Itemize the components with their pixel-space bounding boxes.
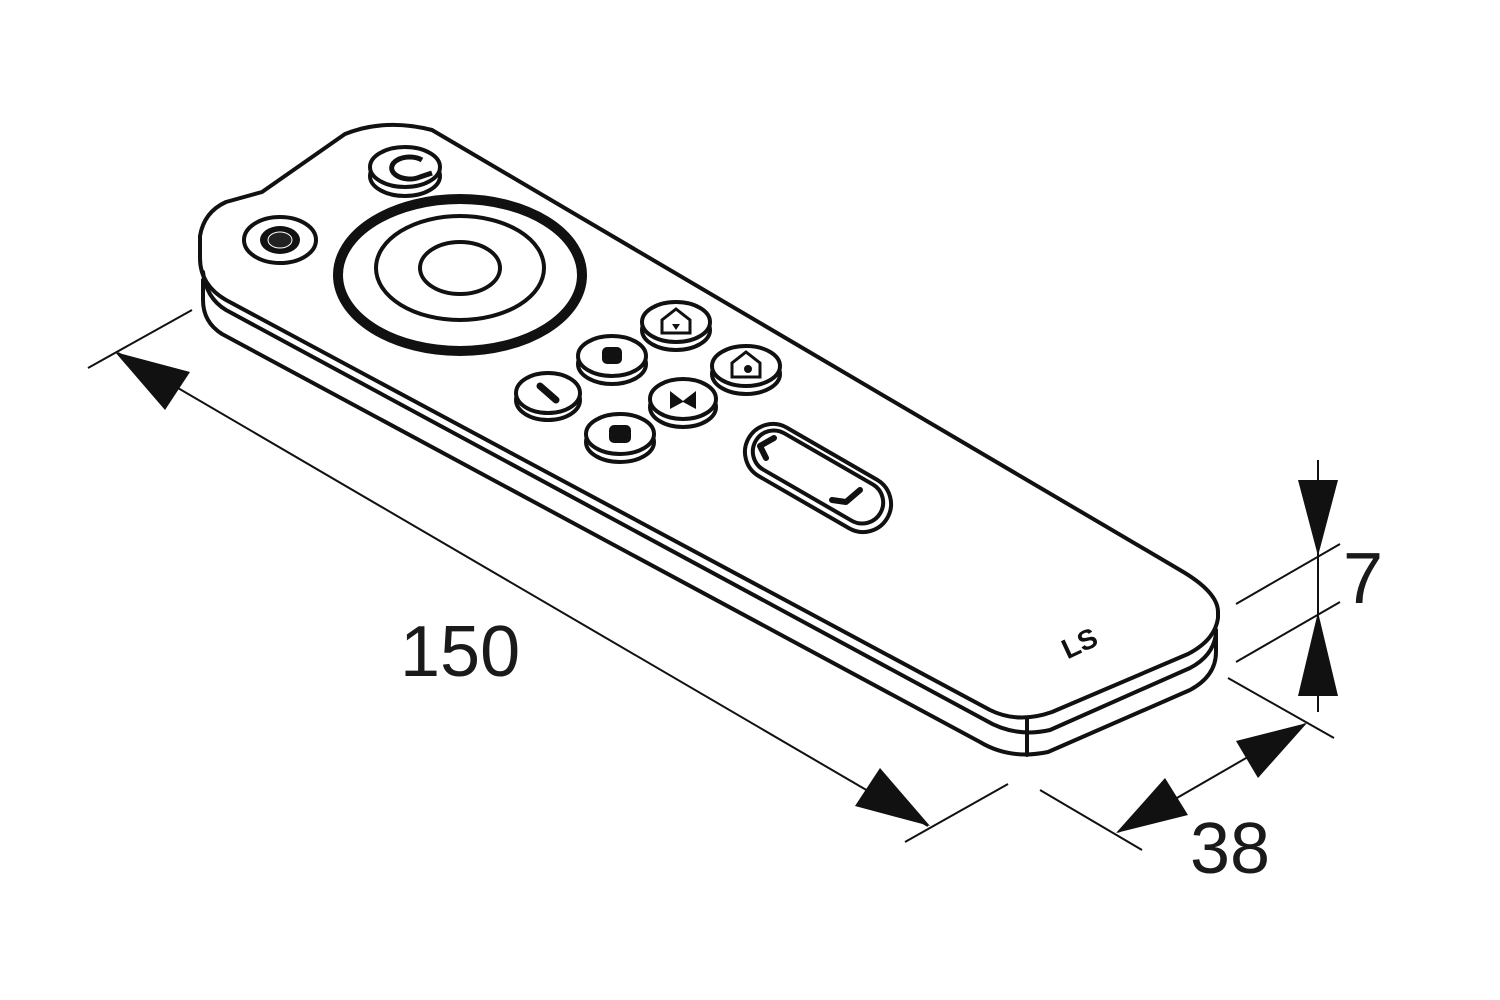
square-icon <box>609 425 631 443</box>
width-arrow-start <box>1116 778 1188 833</box>
dial-middle-ring <box>374 214 546 322</box>
height-label: 7 <box>1343 539 1383 619</box>
house-icon <box>660 307 692 335</box>
length-extension-end <box>904 783 1009 843</box>
dial-control[interactable] <box>333 194 587 356</box>
height-arrow-top <box>1298 480 1338 556</box>
width-extension-end <box>1227 677 1335 739</box>
minus-button[interactable] <box>514 371 582 422</box>
remote-control <box>198 122 1220 757</box>
length-label: 150 <box>400 612 520 692</box>
remote-side-mid <box>201 270 1218 735</box>
height-arrow-bottom <box>1298 612 1338 696</box>
rocker-slider[interactable] <box>735 414 902 542</box>
width-label: 38 <box>1190 809 1270 889</box>
dimension-lines <box>87 309 1341 851</box>
minus-icon <box>536 382 560 404</box>
length-arrow-end <box>855 768 930 826</box>
dial-outer-ring <box>333 194 587 356</box>
scene-button-3[interactable] <box>584 412 656 464</box>
house-sun-icon <box>730 350 762 379</box>
refresh-icon <box>389 154 433 182</box>
house-button-1[interactable] <box>640 300 712 352</box>
chevron-right-icon <box>829 487 863 505</box>
logo-text: LS <box>1057 622 1103 665</box>
refresh-button[interactable] <box>368 145 442 198</box>
square-icon <box>602 347 622 364</box>
house-button-2[interactable] <box>710 344 782 396</box>
butterfly-icon <box>670 391 696 409</box>
length-extension-start <box>87 309 193 369</box>
remote-top-face <box>198 122 1220 720</box>
width-arrow-end <box>1236 723 1307 778</box>
length-arrow-start <box>115 352 190 410</box>
power-button[interactable] <box>242 215 318 265</box>
scene-button-1[interactable] <box>576 334 648 386</box>
chevron-left-icon <box>757 435 777 461</box>
length-dimension-line <box>117 352 929 827</box>
remote-side-lower <box>201 278 1218 757</box>
dial-icon <box>418 240 502 296</box>
width-extension-start <box>1039 789 1143 851</box>
scene-button-2[interactable] <box>648 377 718 429</box>
height-extension-bottom <box>1235 601 1341 663</box>
brand-logo: LS <box>1057 622 1103 665</box>
height-extension-top <box>1235 543 1341 605</box>
